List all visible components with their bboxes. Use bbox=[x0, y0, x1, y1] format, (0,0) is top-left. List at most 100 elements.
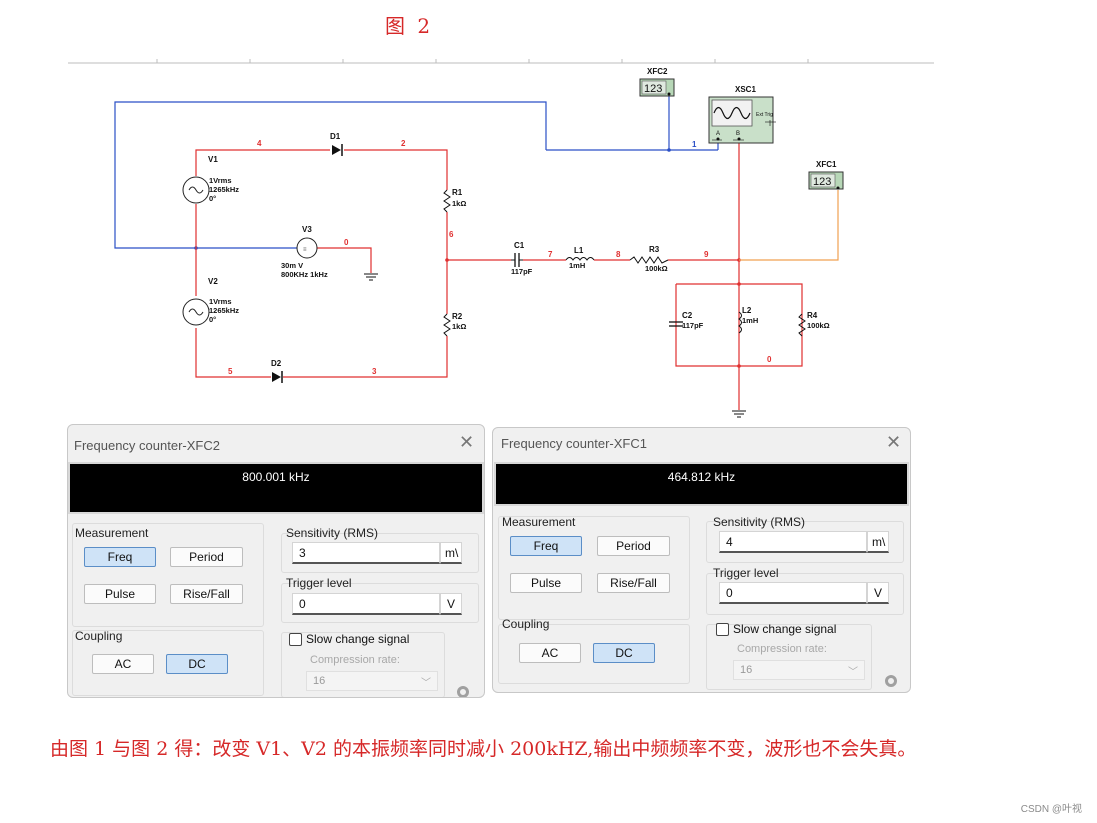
trigger-unit-select[interactable]: V bbox=[440, 593, 462, 615]
svg-text:A: A bbox=[716, 131, 720, 137]
slow-change-checkbox[interactable] bbox=[716, 623, 729, 636]
trigger-label: Trigger level bbox=[286, 576, 352, 590]
measurement-group bbox=[498, 516, 690, 620]
svg-text:100kΩ: 100kΩ bbox=[807, 321, 830, 330]
measurement-group bbox=[72, 523, 264, 627]
svg-text:123: 123 bbox=[644, 83, 662, 95]
blue-wire bbox=[114, 95, 719, 249]
compression-select[interactable]: 16﹀ bbox=[733, 660, 865, 680]
svg-text:8: 8 bbox=[616, 250, 621, 259]
slow-change-group bbox=[706, 624, 872, 690]
svg-text:L2: L2 bbox=[742, 306, 752, 315]
period-button[interactable]: Period bbox=[170, 547, 243, 567]
svg-text:0: 0 bbox=[344, 238, 349, 247]
svg-text:117pF: 117pF bbox=[511, 267, 533, 276]
rise-fall-button[interactable]: Rise/Fall bbox=[170, 584, 243, 604]
svg-text:1Vrms: 1Vrms bbox=[209, 297, 232, 306]
svg-text:100kΩ: 100kΩ bbox=[645, 264, 668, 273]
trigger-input[interactable]: 0 bbox=[719, 582, 867, 604]
svg-text:D1: D1 bbox=[330, 132, 341, 141]
svg-text:R1: R1 bbox=[452, 188, 463, 197]
slow-change-checkbox[interactable] bbox=[289, 633, 302, 646]
chevron-down-icon: ﹀ bbox=[848, 667, 858, 678]
resistor-icon bbox=[629, 256, 669, 264]
coupling-group bbox=[498, 624, 690, 684]
svg-text:6: 6 bbox=[449, 230, 454, 239]
period-button[interactable]: Period bbox=[597, 536, 670, 556]
resistor-icon bbox=[798, 313, 806, 337]
svg-text:9: 9 bbox=[704, 250, 709, 259]
trigger-unit-select[interactable]: V bbox=[867, 582, 889, 604]
svg-text:30m V: 30m V bbox=[281, 261, 303, 270]
svg-text:R4: R4 bbox=[807, 311, 818, 320]
v1-name: V1 bbox=[208, 155, 218, 164]
frequency-display: 464.812 kHz bbox=[494, 462, 909, 506]
ground-icon bbox=[364, 273, 378, 281]
frequency-counter-xfc1-window: Frequency counter-XFC1 ✕ 464.812 kHz Mea… bbox=[492, 427, 911, 693]
svg-text:5: 5 bbox=[228, 367, 233, 376]
svg-text:1265kHz: 1265kHz bbox=[209, 306, 239, 315]
window-title: Frequency counter-XFC2 bbox=[74, 438, 220, 453]
sensitivity-unit-select[interactable]: m\ bbox=[867, 531, 889, 553]
svg-text:7: 7 bbox=[548, 250, 553, 259]
conclusion-text: 由图 1 与图 2 得：改变 V1、V2 的本振频率同时减小 200kHZ,输出… bbox=[50, 738, 917, 760]
ac-button[interactable]: AC bbox=[519, 643, 581, 663]
svg-text:L1: L1 bbox=[574, 246, 584, 255]
dc-button[interactable]: DC bbox=[166, 654, 228, 674]
svg-text:C2: C2 bbox=[682, 311, 693, 320]
freq-button[interactable]: Freq bbox=[84, 547, 156, 567]
svg-text:≡: ≡ bbox=[303, 247, 307, 253]
svg-text:1mH: 1mH bbox=[569, 261, 585, 270]
sensitivity-unit-select[interactable]: m\ bbox=[440, 542, 462, 564]
compression-select[interactable]: 16﹀ bbox=[306, 671, 438, 691]
rise-fall-button[interactable]: Rise/Fall bbox=[597, 573, 670, 593]
svg-text:R3: R3 bbox=[649, 245, 660, 254]
svg-text:800KHz 1kHz: 800KHz 1kHz bbox=[281, 270, 328, 279]
ac-button[interactable]: AC bbox=[92, 654, 154, 674]
sensitivity-label: Sensitivity (RMS) bbox=[713, 515, 806, 529]
chevron-down-icon: ﹀ bbox=[421, 678, 431, 689]
svg-text:117pF: 117pF bbox=[682, 321, 704, 330]
resistor-icon bbox=[443, 313, 451, 337]
svg-text:XFC2: XFC2 bbox=[647, 67, 668, 76]
orange-wire bbox=[739, 190, 839, 261]
v2-name: V2 bbox=[208, 277, 218, 286]
diode-icon bbox=[332, 145, 341, 155]
frequency-display: 800.001 kHz bbox=[68, 462, 484, 514]
coupling-group bbox=[72, 630, 264, 696]
svg-text:3: 3 bbox=[372, 367, 377, 376]
resize-grip-icon[interactable] bbox=[885, 675, 897, 687]
slow-change-label: Slow change signal bbox=[733, 622, 837, 636]
measurement-label: Measurement bbox=[502, 515, 576, 529]
sensitivity-input[interactable]: 4 bbox=[719, 531, 867, 553]
pulse-button[interactable]: Pulse bbox=[84, 584, 156, 604]
coupling-label: Coupling bbox=[502, 617, 550, 631]
dc-button[interactable]: DC bbox=[593, 643, 655, 663]
red-wire bbox=[195, 140, 803, 410]
svg-text:C1: C1 bbox=[514, 241, 525, 250]
svg-text:XFC1: XFC1 bbox=[816, 160, 837, 169]
sensitivity-group bbox=[706, 521, 904, 563]
svg-text:R2: R2 bbox=[452, 312, 463, 321]
am-source-icon bbox=[296, 237, 318, 259]
svg-text:1: 1 bbox=[692, 140, 697, 149]
svg-text:1kΩ: 1kΩ bbox=[452, 322, 466, 331]
pulse-button[interactable]: Pulse bbox=[510, 573, 582, 593]
sensitivity-input[interactable]: 3 bbox=[292, 542, 440, 564]
trigger-group bbox=[281, 583, 479, 623]
resize-grip-icon[interactable] bbox=[457, 686, 469, 697]
svg-text:Ext Trig: Ext Trig bbox=[756, 112, 773, 118]
sensitivity-group bbox=[281, 533, 479, 573]
trigger-group bbox=[706, 573, 904, 615]
svg-text:123: 123 bbox=[813, 176, 831, 188]
freq-button[interactable]: Freq bbox=[510, 536, 582, 556]
diode-icon bbox=[272, 372, 281, 382]
svg-text:1265kHz: 1265kHz bbox=[209, 185, 239, 194]
slow-change-group bbox=[281, 632, 445, 697]
waveform-icon bbox=[713, 106, 751, 120]
trigger-label: Trigger level bbox=[713, 566, 779, 580]
close-icon[interactable]: ✕ bbox=[886, 432, 902, 452]
close-icon[interactable]: ✕ bbox=[459, 432, 475, 452]
resistor-icon bbox=[443, 189, 451, 213]
trigger-input[interactable]: 0 bbox=[292, 593, 440, 615]
